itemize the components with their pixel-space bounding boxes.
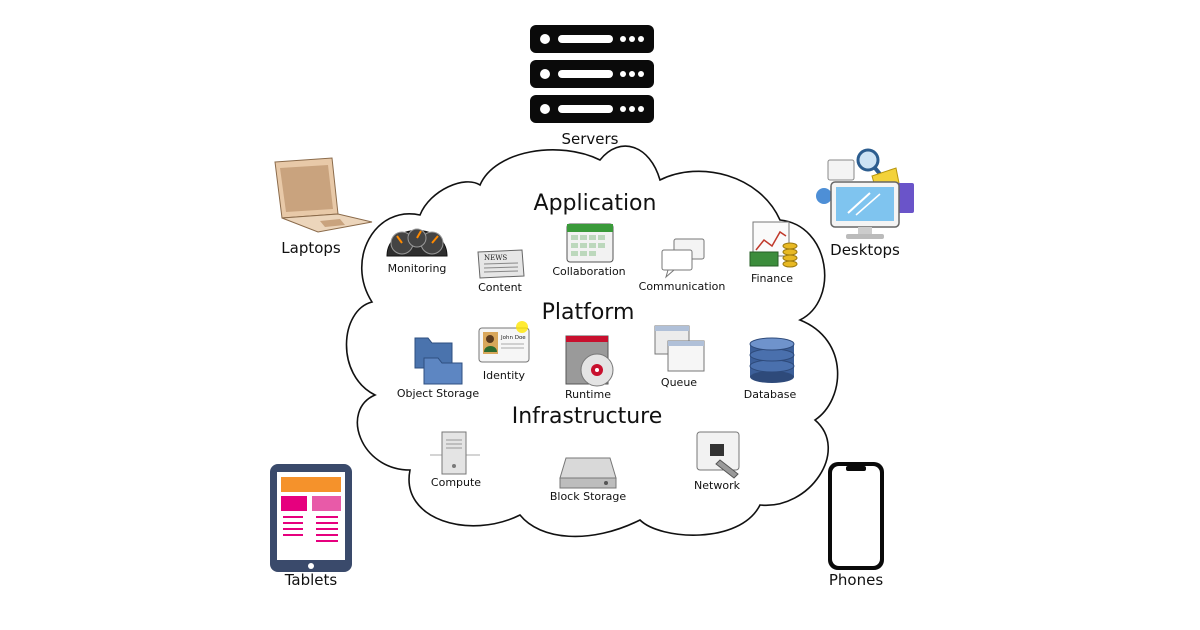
finance-icon — [749, 221, 798, 268]
network-jack-icon — [696, 431, 740, 479]
folder-icon — [414, 337, 463, 385]
calendar-icon — [566, 223, 614, 263]
block-storage-drive-icon — [559, 457, 617, 489]
infrastructure-layer-label: Infrastructure — [511, 404, 663, 429]
finance-label: Finance — [750, 272, 794, 285]
network-label: Network — [694, 479, 740, 492]
laptops-label: Laptops — [281, 239, 341, 257]
compute-tower-icon — [430, 431, 480, 475]
monitoring-label: Monitoring — [387, 262, 447, 275]
phones-label: Phones — [828, 571, 884, 589]
monitoring-icon — [386, 228, 448, 257]
database-icon — [749, 337, 795, 383]
desktops-label: Desktops — [830, 241, 900, 259]
svg-text:John Doe: John Doe — [500, 335, 526, 341]
block-storage-label: Block Storage — [549, 490, 627, 503]
newspaper-icon: NEWS — [477, 249, 525, 279]
queue-windows-icon — [654, 325, 705, 372]
phone-icon — [828, 462, 884, 570]
communication-label: Communication — [638, 280, 726, 293]
id-badge-icon: John Doe — [478, 321, 530, 363]
laptop-icon — [274, 157, 373, 233]
queue-label: Queue — [660, 376, 698, 389]
chat-bubbles-icon — [661, 238, 705, 279]
object-storage-label: Object Storage — [396, 387, 480, 400]
content-label: Content — [478, 281, 522, 294]
tablets-label: Tablets — [284, 571, 338, 589]
platform-layer-label: Platform — [541, 300, 635, 325]
servers-icon — [530, 25, 654, 123]
database-label: Database — [743, 388, 797, 401]
runtime-disc-icon — [565, 335, 614, 387]
identity-label: Identity — [482, 369, 526, 382]
compute-label: Compute — [430, 476, 482, 489]
runtime-label: Runtime — [565, 388, 611, 401]
collaboration-label: Collaboration — [552, 265, 626, 278]
servers-label: Servers — [561, 130, 619, 148]
tablet-icon — [270, 464, 352, 572]
svg-text:NEWS: NEWS — [484, 254, 507, 262]
application-layer-label: Application — [533, 191, 657, 216]
desktop-icon — [816, 148, 914, 239]
